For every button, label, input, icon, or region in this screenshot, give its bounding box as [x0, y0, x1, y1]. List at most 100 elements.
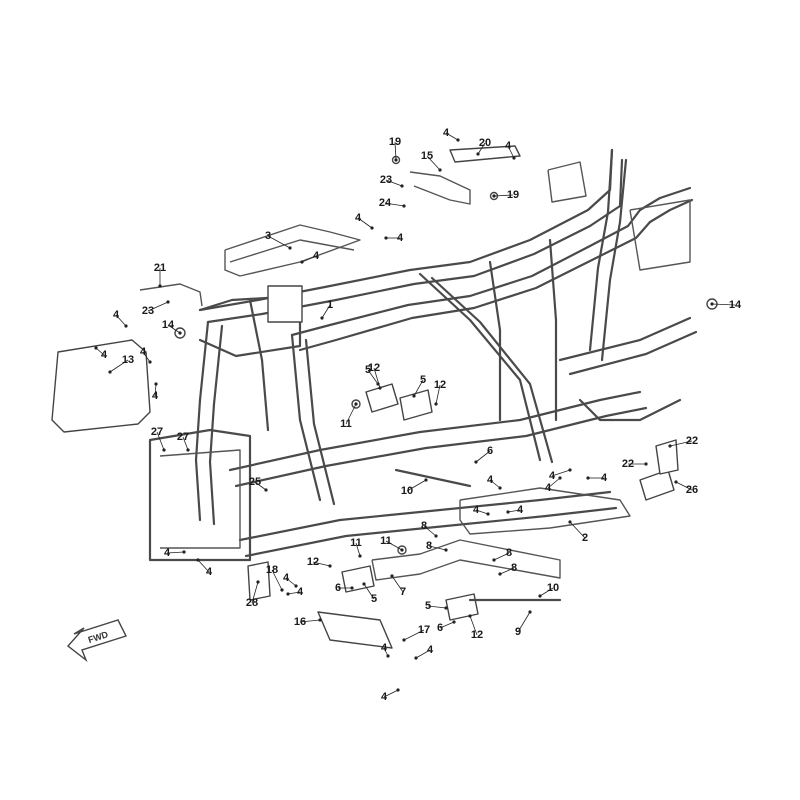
leader-dot — [674, 480, 678, 484]
leader-line — [427, 605, 447, 609]
callout-number: 12 — [307, 556, 319, 568]
leader-line — [182, 436, 189, 451]
callout-number: 21 — [154, 262, 166, 274]
leader-dot — [438, 168, 442, 172]
callout-number: 6 — [335, 582, 341, 594]
callout-number: 7 — [400, 586, 406, 598]
callout-number: 4 — [313, 250, 320, 262]
callout-number: 2 — [582, 532, 588, 544]
leader-line — [551, 469, 571, 477]
callout-c26: 26 — [674, 480, 698, 496]
leader-line — [301, 255, 317, 263]
leader-line — [156, 431, 165, 451]
callout-c4u: 4 — [414, 644, 434, 660]
leader-dot — [178, 331, 182, 335]
leader-dot — [384, 236, 388, 240]
leader-dot — [434, 534, 438, 538]
leader-line — [197, 559, 210, 573]
leader-dot — [474, 460, 478, 464]
leader-dot — [350, 586, 354, 590]
callout-c19a: 19 — [389, 136, 401, 162]
leader-dot — [400, 184, 404, 188]
leader-line — [385, 540, 403, 551]
leader-dot — [354, 402, 358, 406]
leader-dot — [558, 476, 562, 480]
leader-dot — [386, 654, 390, 658]
callout-number: 4 — [381, 691, 388, 703]
leader-dot — [568, 468, 572, 472]
callout-c24: 24 — [379, 197, 406, 209]
callout-c4j: 4 — [487, 474, 502, 490]
callout-number: 27 — [151, 426, 163, 438]
callout-number: 4 — [443, 127, 450, 139]
callout-number: 13 — [122, 354, 134, 366]
callout-number: 19 — [507, 189, 519, 201]
leader-dot — [256, 580, 260, 584]
callout-number: 5 — [420, 374, 426, 386]
callout-number: 15 — [421, 150, 433, 162]
leader-dot — [186, 448, 190, 452]
leader-dot — [108, 370, 112, 374]
callout-number: 4 — [601, 472, 608, 484]
callout-number: 4 — [164, 547, 171, 559]
leader-dot — [94, 346, 98, 350]
callout-number: 4 — [505, 140, 512, 152]
leader-dot — [400, 548, 404, 552]
callout-c3: 3 — [265, 230, 292, 250]
leader-dot — [414, 656, 418, 660]
mount-5b — [399, 389, 433, 421]
frame-assembly — [51, 145, 718, 649]
callout-number: 22 — [686, 435, 698, 447]
callout-number: 20 — [479, 137, 491, 149]
leader-line — [469, 615, 478, 636]
leader-line — [493, 194, 514, 197]
leader-dot — [434, 402, 438, 406]
callout-c4t: 4 — [381, 642, 390, 658]
callout-number: 4 — [152, 390, 159, 402]
callout-c4c: 4 — [355, 212, 374, 230]
leader-dot — [264, 488, 268, 492]
leader-dot — [154, 382, 158, 386]
callout-number: 12 — [471, 629, 483, 641]
callout-c5b: 5 — [412, 374, 426, 398]
leader-line — [355, 542, 361, 557]
leader-line — [285, 577, 297, 587]
leader-line — [493, 552, 510, 561]
callout-c12d: 12 — [468, 614, 483, 641]
leader-line — [321, 304, 331, 319]
leader-dot — [424, 478, 428, 482]
leader-dot — [320, 316, 324, 320]
leader-line — [539, 587, 554, 597]
callout-number: 4 — [487, 474, 494, 486]
mount-5d — [445, 593, 479, 621]
leader-dot — [196, 558, 200, 562]
leader-line — [547, 477, 561, 489]
leader-line — [385, 179, 403, 187]
callout-number: 14 — [729, 299, 742, 311]
callout-number: 4 — [101, 349, 108, 361]
callout-c4f: 4 — [113, 309, 128, 328]
callout-c4e: 4 — [300, 250, 320, 264]
leader-dot — [362, 582, 366, 586]
callout-c16: 16 — [294, 616, 322, 628]
callout-number: 11 — [350, 537, 362, 549]
leader-dot — [456, 138, 460, 142]
callout-c4k: 4 — [545, 476, 562, 494]
leader-line — [109, 359, 129, 373]
callout-number: 12 — [368, 362, 380, 374]
callout-number: 6 — [487, 445, 493, 457]
leader-line — [428, 545, 447, 551]
leader-dot — [528, 610, 532, 614]
callout-c23a: 23 — [380, 174, 404, 188]
leader-dot — [280, 588, 284, 592]
leader-line — [507, 509, 521, 513]
callout-c4p: 4 — [164, 547, 186, 559]
callout-c4h: 4 — [140, 346, 152, 364]
leader-line — [271, 569, 283, 591]
callout-number: 4 — [113, 309, 120, 321]
leader-line — [413, 379, 424, 397]
leader-dot — [452, 620, 456, 624]
callout-c22b: 22 — [622, 458, 648, 470]
callout-number: 4 — [545, 482, 552, 494]
mount-5c — [341, 565, 375, 593]
